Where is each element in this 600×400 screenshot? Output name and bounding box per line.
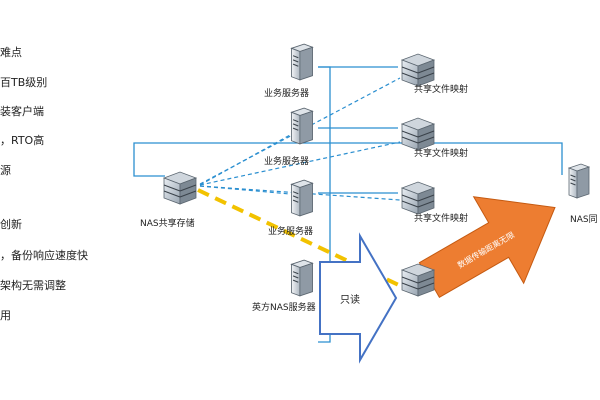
left-item-3: 装客户端 (0, 105, 44, 118)
mapping-2-label: 共享文件映射 (414, 147, 468, 159)
nas-storage-icon (163, 171, 197, 205)
mapping-3-label: 共享文件映射 (414, 212, 468, 224)
left-item-7: ，备份响应速度快 (0, 249, 88, 262)
mapping-2-icon (401, 117, 435, 151)
read-only-label: 只读 (340, 293, 360, 306)
dash-nas-biz3 (199, 185, 291, 195)
nas-right-label: NAS同 (570, 214, 598, 225)
left-item-4: ，RTO高 (0, 134, 45, 147)
outer-link (133, 142, 563, 177)
left-item-8: 架构无需调整 (0, 279, 66, 292)
left-item-1: 难点 (0, 46, 22, 59)
yingfang-nas-label: 英方NAS服务器 (252, 301, 316, 313)
dash-nas-map2 (199, 141, 401, 186)
yingfang-nas-icon (290, 259, 314, 297)
mapping-4-icon (401, 263, 435, 297)
left-item-2: 百TB级别 (0, 76, 48, 89)
nas-right-icon (568, 163, 590, 199)
biz-server-1-label: 业务服务器 (264, 87, 309, 99)
biz-server-3-icon (290, 179, 314, 217)
mapping-3-icon (401, 181, 435, 215)
nas-storage-label: NAS共享存储 (140, 217, 195, 229)
left-item-9: 用 (0, 309, 11, 322)
left-item-6: 创新 (0, 218, 22, 231)
biz-server-2-label: 业务服务器 (264, 155, 309, 167)
read-only-arrow (319, 232, 398, 364)
mapping-1-icon (401, 53, 435, 87)
transfer-arrow: 数据传输距离无限 (418, 196, 556, 299)
solid-links (133, 66, 563, 343)
mapping-1-label: 共享文件映射 (414, 83, 468, 95)
biz-server-1-icon (290, 43, 314, 81)
biz-server-2-icon (290, 107, 314, 145)
biz-server-3-label: 业务服务器 (268, 225, 313, 237)
left-item-5: 源 (0, 164, 11, 177)
trunk-link (318, 66, 331, 343)
